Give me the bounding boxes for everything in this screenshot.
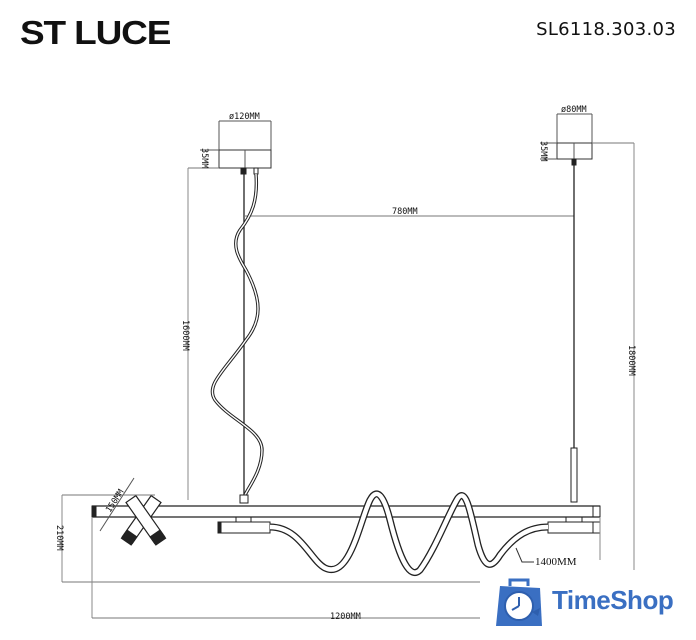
spotlights [99, 477, 167, 546]
dim-cable-length: 1600MM [180, 320, 190, 351]
power-cord [210, 173, 264, 496]
dim-max-height: 1800MM [626, 345, 636, 376]
dim-total-length: 1200MM [330, 612, 361, 622]
dim-flex-length: 1400MM [535, 556, 577, 568]
dim-left-canopy-diameter: ø120MM [229, 112, 260, 122]
dim-right-canopy-height: 35MM [538, 141, 548, 161]
dim-body-height: 210MM [54, 525, 64, 551]
left-canopy [200, 120, 272, 175]
right-canopy [540, 113, 634, 166]
dim-suspension-spacing: 780MM [392, 207, 418, 217]
shopping-bag-clock-icon [496, 578, 542, 626]
model-number: SL6118.303.03 [536, 19, 676, 40]
dim-spot-length: 150MM [104, 488, 126, 515]
timeshop-watermark: TimeShop [492, 576, 692, 632]
dim-left-canopy-height: 35MM [199, 148, 209, 168]
dim-right-canopy-diameter: ø80MM [561, 105, 587, 115]
main-bar [91, 505, 601, 518]
brand-logo: ST LUCE [20, 14, 171, 51]
watermark-text: TimeShop [552, 585, 674, 615]
